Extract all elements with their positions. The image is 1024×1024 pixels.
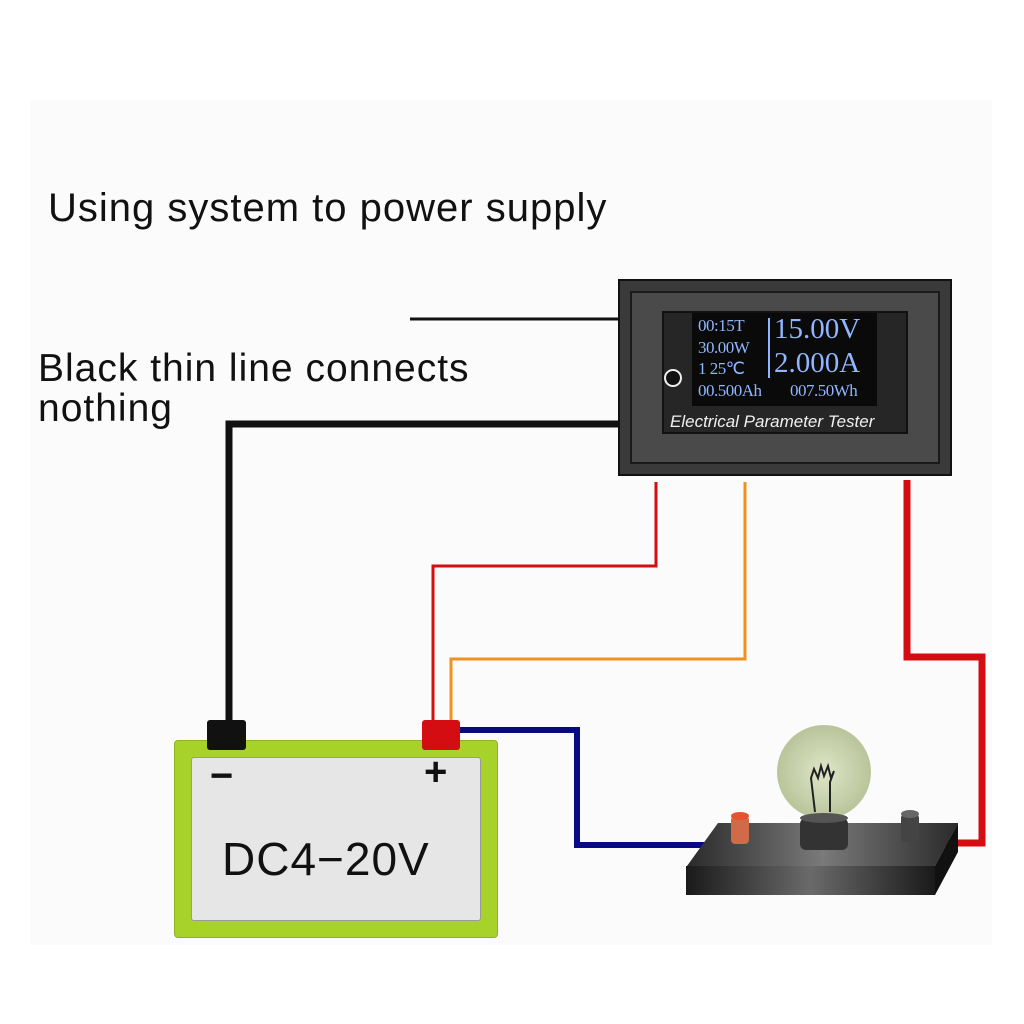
bulb-socket <box>800 818 848 850</box>
note-line-2: nothing <box>38 387 173 430</box>
display-voltage: 15.00V <box>774 313 861 345</box>
battery-positive-terminal <box>422 720 460 750</box>
meter-brand-label: Electrical Parameter Tester <box>670 412 875 431</box>
diagram-title: Using system to power supply <box>48 186 608 230</box>
display-power: 30.00W <box>698 338 750 357</box>
display-current: 2.000A <box>774 347 861 379</box>
display-group-temperature: 1 25℃ <box>698 359 745 378</box>
positive-sign-icon: + <box>424 750 448 794</box>
lamp-terminal-negative-top <box>901 810 919 818</box>
display-divider <box>768 318 770 378</box>
orange-wire-meter-sense <box>449 482 747 722</box>
lamp-terminal-positive-top <box>731 812 749 820</box>
battery-face <box>191 757 481 921</box>
bulb-socket-top <box>800 813 848 823</box>
display-capacity: 00.500Ah <box>698 381 762 400</box>
lamp-terminal-negative <box>901 814 919 842</box>
battery-negative-terminal <box>207 720 246 750</box>
black-wire-negative <box>225 420 620 722</box>
display-energy: 007.50Wh <box>790 381 858 400</box>
meter-display <box>692 313 877 406</box>
light-bulb-load <box>686 725 958 895</box>
lamp-terminal-positive <box>731 816 749 844</box>
lamp-base-side <box>935 823 958 895</box>
meter-button[interactable] <box>664 369 682 387</box>
blue-wire-battery-to-lamp <box>458 727 732 848</box>
note-line-1: Black thin line connects <box>38 347 470 390</box>
display-time: 00:15T <box>698 316 745 335</box>
red-wire-meter-positive <box>431 482 658 722</box>
bulb-filament <box>809 762 835 813</box>
battery-voltage-label: DC4−20V <box>222 833 430 885</box>
battery <box>174 740 498 938</box>
red-wire-meter-to-lamp <box>903 480 986 847</box>
negative-sign-icon: − <box>210 754 234 798</box>
lamp-base-front <box>686 866 935 895</box>
bulb-glass <box>777 725 871 819</box>
